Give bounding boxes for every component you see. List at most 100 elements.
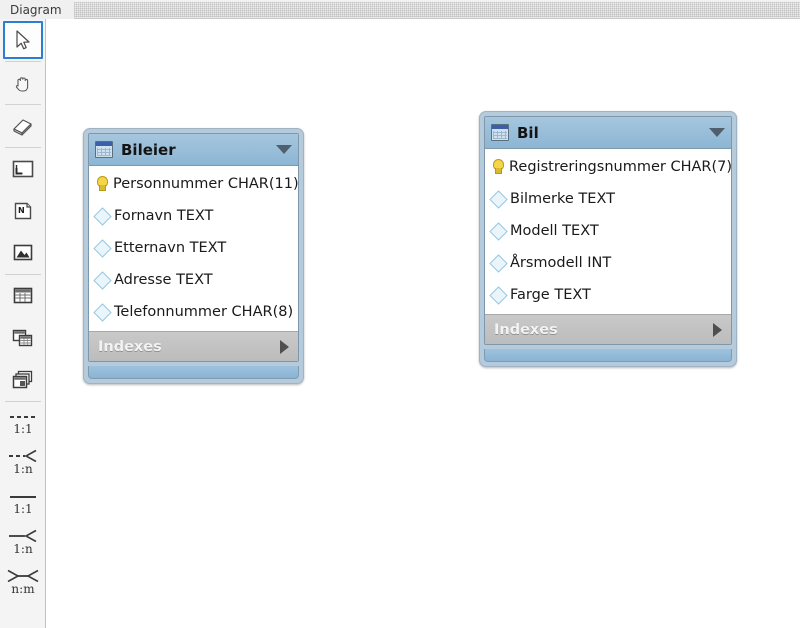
eraser-tool-box <box>3 107 43 145</box>
relation-many-to-many[interactable]: n:m <box>0 562 46 602</box>
entity-header[interactable]: Bil <box>485 117 731 149</box>
table-tool[interactable] <box>0 275 46 317</box>
image-tool[interactable] <box>0 232 46 274</box>
column-diamond-icon <box>489 285 508 305</box>
note-tool-box: N <box>3 192 43 230</box>
column-row[interactable]: Fornavn TEXT <box>89 200 298 232</box>
entity-header[interactable]: Bileier <box>89 134 298 166</box>
entity-name: Bileier <box>121 140 176 159</box>
entity-footer <box>484 349 732 362</box>
column-label: Registreringsnummer CHAR(7) <box>509 159 732 175</box>
column-row[interactable]: Etternavn TEXT <box>89 232 298 264</box>
column-row[interactable]: Telefonnummer CHAR(8) <box>89 296 298 328</box>
table-icon <box>491 124 509 141</box>
chevron-right-icon[interactable] <box>713 322 722 337</box>
pan-tool-box <box>3 64 43 102</box>
column-row[interactable]: Farge TEXT <box>485 279 731 311</box>
pan-tool[interactable] <box>0 62 46 104</box>
tab-strip-texture <box>68 2 800 17</box>
routine-tool-box <box>3 361 43 399</box>
view-tool[interactable] <box>0 317 46 359</box>
entity-columns: Personnummer CHAR(11) Fornavn TEXT Etter… <box>89 166 298 331</box>
relation-identifying-1-n[interactable]: 1:n <box>0 442 46 482</box>
primary-key-icon <box>96 176 108 192</box>
relation-label: 1:1 <box>13 421 33 436</box>
palette-separator <box>4 61 41 62</box>
column-diamond-icon <box>93 302 112 322</box>
relation-label: 1:n <box>13 462 33 476</box>
image-icon <box>13 244 33 261</box>
column-label: Årsmodell INT <box>510 255 612 271</box>
diagram-canvas[interactable]: Bileier Personnummer CHAR(11) Fornavn TE… <box>47 20 800 628</box>
column-diamond-icon <box>489 253 508 273</box>
entity-table[interactable]: Bileier Personnummer CHAR(11) Fornavn TE… <box>83 128 304 384</box>
entity-inner: Bil Registreringsnummer CHAR(7) Bilmerke… <box>484 116 732 345</box>
column-label: Modell TEXT <box>510 223 599 239</box>
column-row[interactable]: Årsmodell INT <box>485 247 731 279</box>
relation-dashed-line-icon <box>10 415 36 418</box>
relation-solid-line-icon <box>10 495 36 498</box>
cursor-arrow-icon <box>16 30 30 50</box>
hand-icon <box>15 77 29 92</box>
column-diamond-icon <box>93 270 112 290</box>
entity-columns: Registreringsnummer CHAR(7) Bilmerke TEX… <box>485 149 731 314</box>
relation-label: 1:n <box>13 542 33 556</box>
column-diamond-icon <box>93 238 112 258</box>
chevron-down-icon[interactable] <box>709 128 725 137</box>
column-label: Telefonnummer CHAR(8) <box>114 304 294 320</box>
table-icon <box>13 287 33 304</box>
column-row[interactable]: Adresse TEXT <box>89 264 298 296</box>
column-label: Bilmerke TEXT <box>510 191 615 207</box>
relation-label: 1:1 <box>13 501 33 516</box>
routine-tool[interactable] <box>0 359 46 401</box>
select-tool[interactable] <box>0 19 46 61</box>
entity-inner: Bileier Personnummer CHAR(11) Fornavn TE… <box>88 133 299 362</box>
view-tool-box <box>3 319 43 357</box>
column-diamond-icon <box>93 206 112 226</box>
select-tool-box <box>3 21 43 59</box>
column-row[interactable]: Modell TEXT <box>485 215 731 247</box>
palette-separator <box>4 401 41 402</box>
relation-non-identifying-1-n[interactable]: 1:n <box>0 522 46 562</box>
palette-separator <box>4 104 41 105</box>
region-tool-box <box>3 150 43 188</box>
region-tool[interactable] <box>0 148 46 190</box>
primary-key-icon <box>492 159 504 175</box>
column-diamond-icon <box>489 189 508 209</box>
column-label: Etternavn TEXT <box>114 240 227 256</box>
column-diamond-icon <box>489 221 508 241</box>
column-label: Farge TEXT <box>510 287 591 303</box>
relation-dashed-crow-icon <box>9 449 37 462</box>
indexes-section[interactable]: Indexes <box>89 331 298 361</box>
entity-name: Bil <box>517 123 539 142</box>
note-icon: N <box>14 202 32 220</box>
column-row[interactable]: Bilmerke TEXT <box>485 183 731 215</box>
column-label: Personnummer CHAR(11) <box>113 176 299 192</box>
entity-table[interactable]: Bil Registreringsnummer CHAR(7) Bilmerke… <box>479 111 737 367</box>
indexes-section[interactable]: Indexes <box>485 314 731 344</box>
eraser-tool[interactable] <box>0 105 46 147</box>
chevron-down-icon[interactable] <box>276 145 292 154</box>
view-icon <box>12 329 33 347</box>
chevron-right-icon[interactable] <box>280 339 289 354</box>
table-tool-box <box>3 277 43 315</box>
column-row[interactable]: Personnummer CHAR(11) <box>89 168 298 200</box>
indexes-label: Indexes <box>98 338 162 355</box>
tab-diagram[interactable]: Diagram <box>0 0 74 19</box>
palette-separator <box>4 274 41 275</box>
relation-label: n:m <box>11 582 35 596</box>
column-row[interactable]: Registreringsnummer CHAR(7) <box>485 151 731 183</box>
note-tool[interactable]: N <box>0 190 46 232</box>
entity-footer <box>88 366 299 379</box>
relation-solid-crow-icon <box>9 529 37 542</box>
tool-palette: N <box>0 19 46 628</box>
indexes-label: Indexes <box>494 321 558 338</box>
eraser-icon <box>13 119 32 136</box>
svg-text:N: N <box>18 206 25 215</box>
tab-strip: Diagram <box>0 0 800 19</box>
relation-non-identifying-1-1[interactable]: 1:1 <box>0 482 46 522</box>
table-icon <box>95 141 113 158</box>
relation-identifying-1-1[interactable]: 1:1 <box>0 402 46 442</box>
routine-group-icon <box>12 370 33 389</box>
